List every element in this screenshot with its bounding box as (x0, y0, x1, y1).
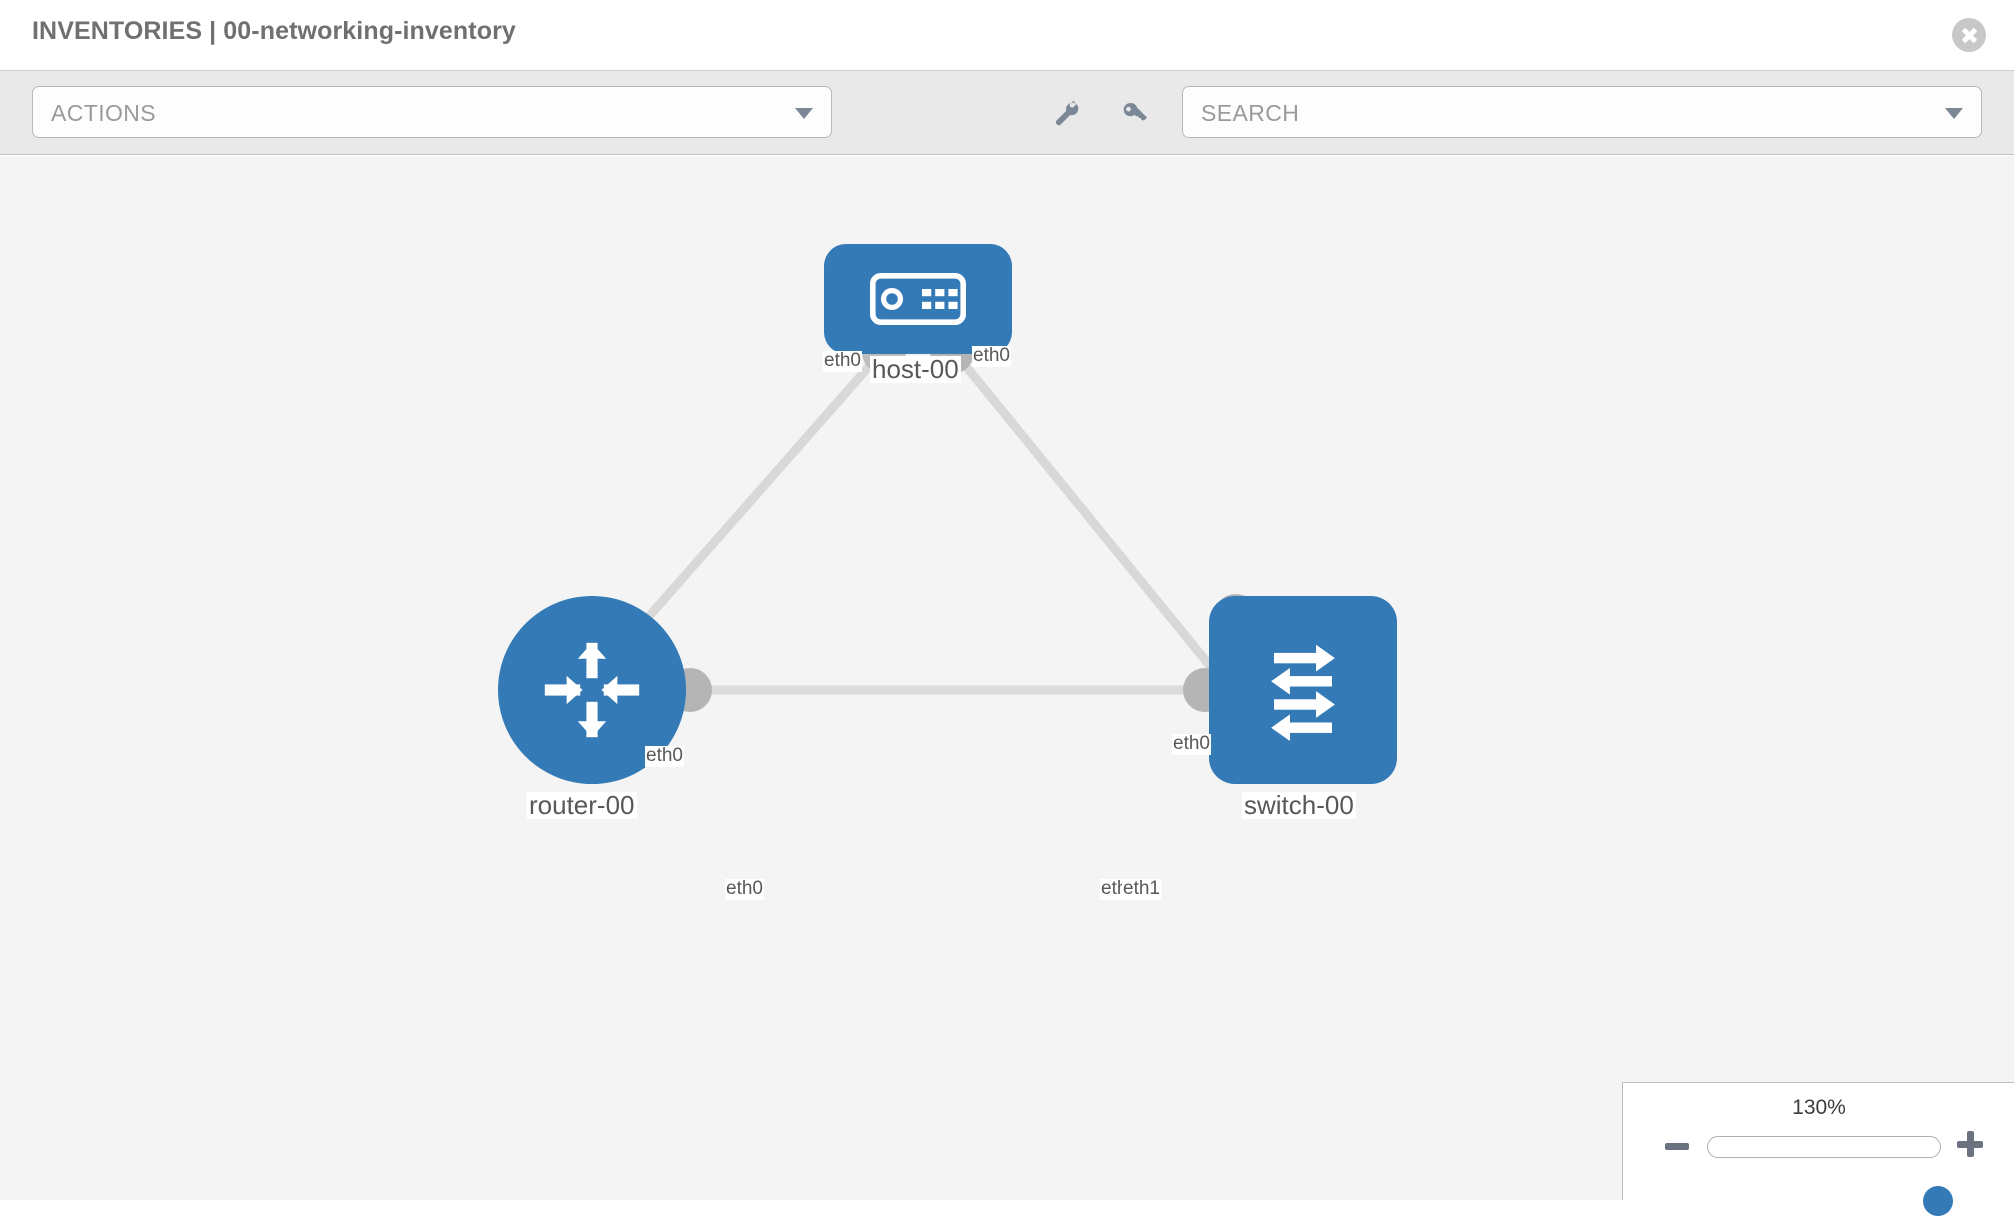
edge-label-switch-host: eth0 (1172, 733, 1211, 755)
page-header: INVENTORIES | 00-networking-inventory (0, 0, 2014, 70)
actions-dropdown[interactable]: ACTIONS (32, 86, 832, 138)
server-icon (870, 273, 966, 325)
search-placeholder: SEARCH (1201, 100, 1300, 126)
switch-icon (1271, 644, 1335, 742)
actions-dropdown-label: ACTIONS (51, 100, 157, 126)
router-node-shape[interactable] (498, 596, 686, 784)
chevron-down-icon (795, 108, 813, 119)
edge-label-host-router: eth0 (823, 350, 862, 372)
topology-canvas[interactable]: host-00 (0, 156, 2014, 1200)
toolbar: ACTIONS SEARCH (0, 70, 2014, 155)
zoom-control-panel: 130% (1622, 1082, 2014, 1216)
zoom-slider-track[interactable] (1707, 1136, 1953, 1216)
router-icon (544, 642, 640, 738)
node-label-router-00: router-00 (527, 790, 637, 820)
plus-icon[interactable] (1957, 1131, 1983, 1157)
switch-node-shape[interactable] (1209, 596, 1397, 784)
edge-label-host-switch: eth0 (972, 345, 1011, 367)
zoom-percent-label: 130% (1792, 1096, 1846, 1119)
key-icon[interactable] (1120, 99, 1150, 129)
chevron-down-icon[interactable] (1945, 108, 1963, 119)
edge-label-switch-router: eth1 (1122, 878, 1161, 900)
node-label-host-00: host-00 (870, 354, 961, 384)
edge-label-switch-router-overlap: eth (1100, 878, 1129, 900)
wrench-icon[interactable] (1052, 99, 1082, 129)
search-input[interactable]: SEARCH (1182, 86, 1982, 138)
close-icon[interactable] (1952, 18, 1986, 52)
zoom-slider-thumb[interactable] (1923, 1186, 1953, 1216)
node-label-switch-00: switch-00 (1242, 790, 1356, 820)
minus-icon[interactable] (1665, 1143, 1689, 1150)
host-node-shape[interactable] (824, 244, 1012, 354)
edge-label-router-switch: eth0 (725, 878, 764, 900)
edge-label-router-host: eth0 (645, 745, 684, 767)
page-title: INVENTORIES | 00-networking-inventory (32, 17, 516, 45)
